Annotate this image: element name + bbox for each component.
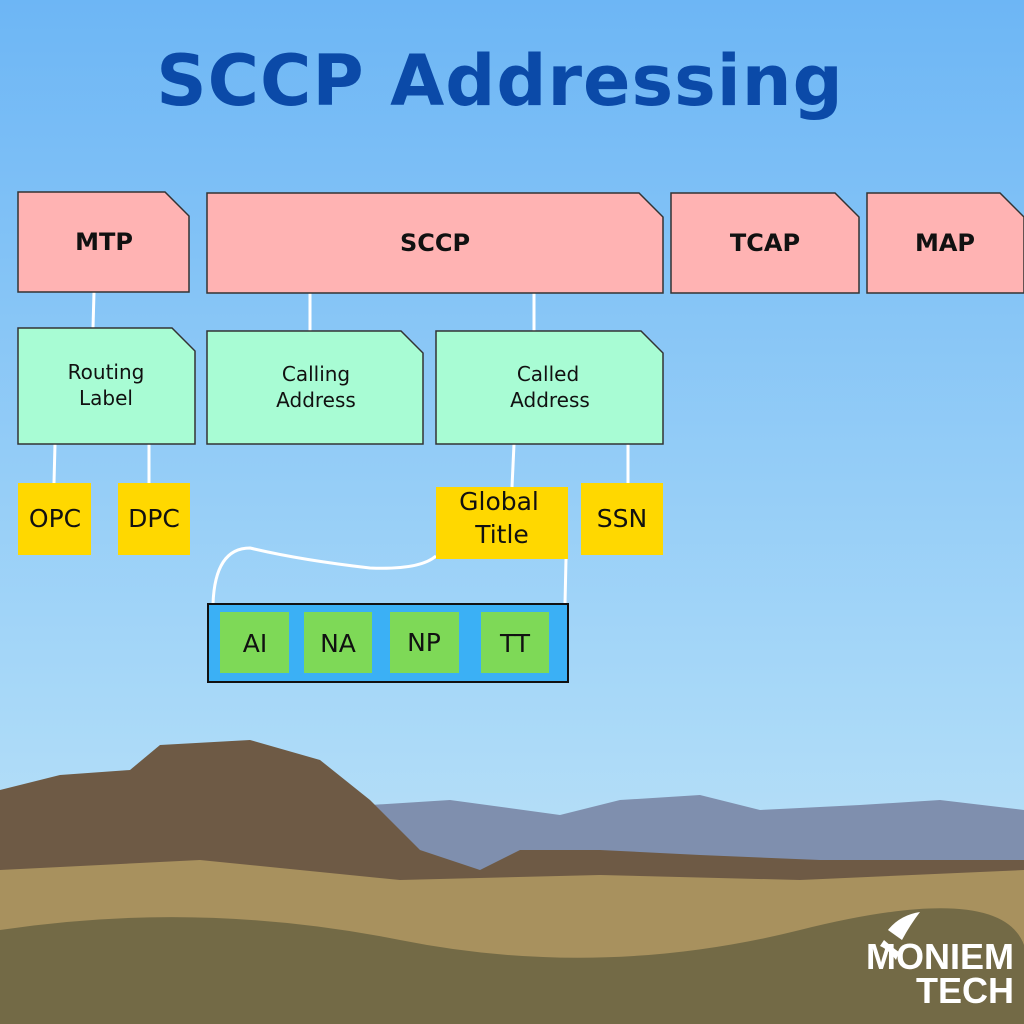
routing-label-box	[17, 327, 196, 445]
na-box	[304, 612, 372, 673]
logo-swoosh-icon	[880, 912, 920, 960]
calling-address-text: Calling	[282, 362, 350, 386]
logo-line-1: MONIEM	[866, 936, 1014, 977]
routing-label-text: Routing	[68, 360, 145, 384]
global-title-label: Global	[459, 487, 539, 516]
layer-tcap-box	[670, 192, 860, 294]
layer-mtp-box	[17, 191, 190, 293]
layer-sccp-box	[206, 192, 664, 294]
layer-map-label: MAP	[915, 229, 975, 257]
called-address-box	[435, 330, 664, 445]
ssn-box	[581, 483, 663, 555]
logo-line-2: TECH	[916, 970, 1014, 1011]
np-label: NP	[407, 628, 441, 657]
layer-mtp-label: MTP	[75, 228, 133, 256]
layer-sccp-label: SCCP	[400, 229, 470, 257]
brand-logo: MONIEM TECH	[846, 936, 1014, 1011]
ai-label: AI	[243, 629, 267, 658]
calling-address-box	[206, 330, 424, 445]
calling-address-text: Address	[276, 388, 356, 412]
global-title-label: Title	[474, 520, 529, 549]
routing-label-text: Label	[79, 386, 133, 410]
page-title: SCCP Addressing	[156, 40, 844, 122]
tt-box	[481, 612, 549, 673]
ai-box	[220, 612, 289, 673]
layer-tcap-label: TCAP	[730, 229, 800, 257]
dpc-box	[118, 483, 190, 555]
np-box	[390, 612, 459, 673]
called-address-text: Address	[510, 388, 590, 412]
called-address-text: Called	[517, 362, 579, 386]
opc-label: OPC	[29, 504, 81, 533]
landscape-background	[0, 740, 1024, 1024]
na-label: NA	[320, 629, 356, 658]
tt-label: TT	[499, 629, 531, 658]
dpc-label: DPC	[128, 504, 180, 533]
opc-box	[18, 483, 91, 555]
layer-map-box	[866, 192, 1024, 294]
global-title-box	[436, 487, 568, 559]
ssn-label: SSN	[597, 504, 647, 533]
connectors	[52, 291, 630, 605]
